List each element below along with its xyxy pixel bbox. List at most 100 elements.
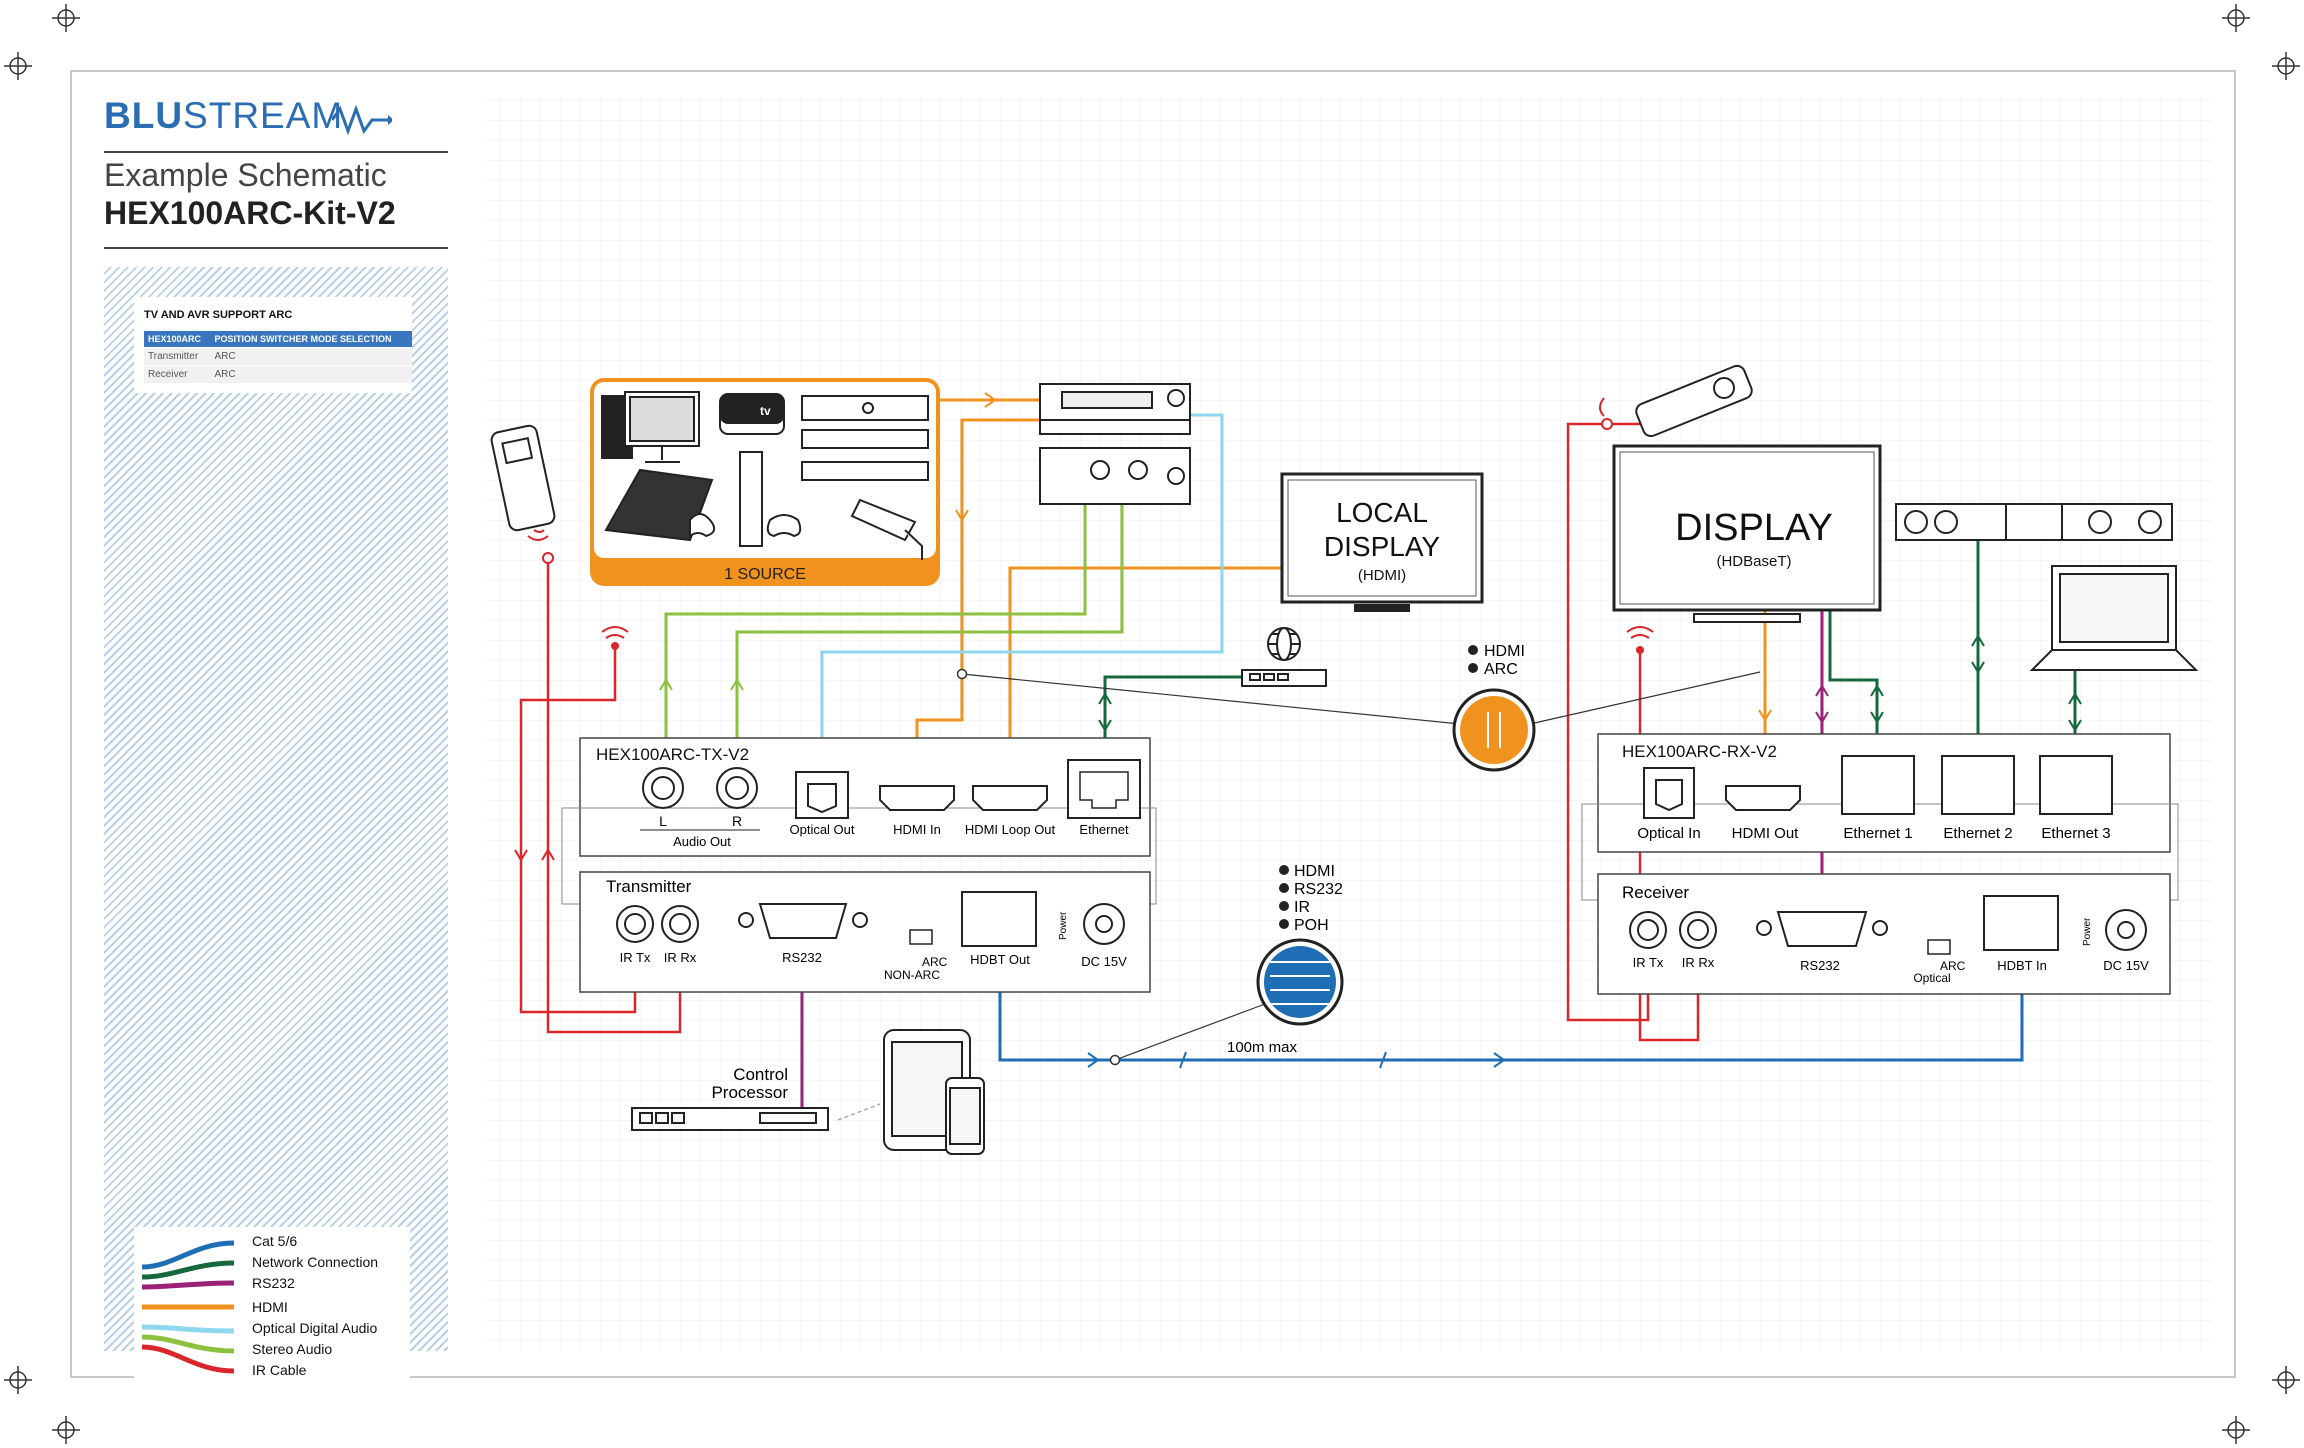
rx-eth1-label: Ethernet 1: [1843, 825, 1912, 842]
page-subtitle: Example Schematic: [104, 157, 387, 193]
legend-item: HDMI: [252, 1299, 288, 1315]
tx-hdbt-out-label: HDBT Out: [970, 952, 1030, 967]
display-line1: DISPLAY: [1675, 507, 1833, 549]
tx-audio-out-label: Audio Out: [673, 834, 731, 849]
main-display: DISPLAY (HDBaseT): [1612, 444, 1882, 623]
soundbar-icon: [1895, 503, 2173, 541]
rx-eth2-label: Ethernet 2: [1943, 825, 2012, 842]
svg-text:POH: POH: [1294, 917, 1329, 934]
avr-receiver-icon: [1039, 383, 1191, 505]
pc-icon: [601, 391, 700, 463]
rx-optical-label: Optical: [1913, 971, 1950, 985]
rx-unit: HEX100ARC-RX-V2 Optical In HDMI Out Ethe…: [1581, 733, 2179, 995]
source-label: 1 SOURCE: [724, 566, 806, 583]
sidebar: BLUSTREAM Example Schematic HEX100ARC-Ki…: [100, 95, 448, 1391]
apple-tv-icon: tv: [719, 393, 785, 435]
pointer-hdmi-arc: [961, 671, 1761, 725]
rx-optical-in-label: Optical In: [1637, 825, 1700, 842]
laptop-icon: [2029, 565, 2199, 671]
legend-item: Cat 5/6: [252, 1233, 298, 1249]
arc-table-header-2: POSITION SWITCHER MODE SELECTION: [210, 331, 412, 348]
tx-l-label: L: [659, 813, 667, 829]
distance-label: 100m max: [1227, 1039, 1298, 1056]
xbox-icon: [739, 451, 802, 547]
table-row: Receiver ARC: [144, 365, 412, 383]
svg-text:tv: tv: [760, 404, 771, 418]
tx-optical-out-label: Optical Out: [789, 822, 854, 837]
tx-ir-tx-label: IR Tx: [620, 950, 651, 965]
control-processor-icon: [631, 1107, 829, 1131]
legend-line-stereo: [141, 1334, 235, 1354]
wireless-link: [837, 1103, 881, 1121]
tx-r-label: R: [732, 813, 742, 829]
cctv-icon: [850, 498, 923, 560]
legend-item: Optical Digital Audio: [252, 1320, 378, 1336]
arc-support-table: TV AND AVR SUPPORT ARC HEX100ARC POSITIO…: [134, 297, 412, 393]
rx-dc-label: DC 15V: [2103, 958, 2149, 973]
cat-dashes: [1179, 1051, 1387, 1069]
wave-icon: [332, 105, 392, 135]
cat-key: HDMI RS232 IR POH: [1256, 863, 1344, 1026]
rx-section-label: Receiver: [1622, 883, 1689, 902]
tx-ethernet-label: Ethernet: [1079, 822, 1129, 837]
tx-power-label: Power: [1058, 911, 1069, 940]
arc-table-title: TV AND AVR SUPPORT ARC: [144, 309, 293, 321]
legend-line-cat: [141, 1240, 235, 1270]
remote-left-icon: [490, 424, 556, 532]
local-display-line3: (HDMI): [1358, 567, 1406, 584]
cable-arrows: [514, 392, 2082, 1068]
tx-arc-label: ARC: [922, 955, 948, 969]
rx-ir-rx-label: IR Rx: [1682, 955, 1715, 970]
cable-ir-tx-right: [1566, 422, 1650, 1022]
table-row: Transmitter ARC: [144, 347, 412, 366]
header-rule: [104, 151, 448, 153]
junction-dot: [956, 668, 968, 680]
table-cell: Transmitter: [144, 347, 211, 366]
legend-item: RS232: [252, 1275, 295, 1291]
ir-emitter-icon: [527, 397, 1654, 654]
table-cell: ARC: [210, 347, 412, 366]
display-line2: (HDBaseT): [1716, 553, 1791, 570]
tx-hdmi-loop-label: HDMI Loop Out: [965, 822, 1056, 837]
bluray-player-icon: [801, 395, 929, 481]
cable-stereo-l: [664, 490, 1087, 790]
header-rule-bottom: [104, 247, 448, 249]
table-cell: Receiver: [144, 365, 211, 383]
legend-item: Network Connection: [252, 1254, 379, 1270]
phone-icon: [945, 1077, 985, 1155]
junction-dot: [1109, 1054, 1121, 1066]
globe-icon: [1267, 627, 1301, 661]
legend-item: Stereo Audio: [252, 1341, 333, 1357]
network-switch-icon: [1241, 669, 1327, 687]
svg-text:HDMI: HDMI: [1484, 643, 1525, 660]
rx-name: HEX100ARC-RX-V2: [1622, 742, 1777, 761]
control-label-2: Processor: [711, 1083, 788, 1102]
cable-ir-rx-left: [546, 648, 682, 1034]
tx-section-label: Transmitter: [606, 877, 692, 896]
arc-table-header-1: HEX100ARC: [144, 331, 211, 348]
grid-area: [485, 95, 2213, 1350]
svg-text:ARC: ARC: [1484, 661, 1518, 678]
cable-legend: Cat 5/6 Network Connection RS232 HDMI Op…: [134, 1227, 410, 1391]
arc-table: HEX100ARC POSITION SWITCHER MODE SELECTI…: [144, 331, 412, 383]
cable-stereo-r: [735, 490, 1124, 790]
legend-line-optical: [141, 1324, 235, 1334]
local-display-line1: LOCAL: [1336, 497, 1428, 528]
ps3-icon: [604, 468, 716, 542]
tx-unit: HEX100ARC-TX-V2 L R Audio Out Optical Ou…: [561, 737, 1157, 993]
local-display-line2: DISPLAY: [1324, 531, 1441, 562]
ir-end-dot: [1601, 418, 1613, 430]
legend-line-rs232: [141, 1280, 235, 1290]
ir-end-dot: [542, 552, 554, 564]
blustream-logo: BLUSTREAM: [104, 95, 392, 137]
legend-swatches: [141, 1240, 235, 1374]
control-label-1: Control: [733, 1065, 788, 1084]
legend-line-network: [141, 1260, 235, 1280]
rx-power-label: Power: [2082, 917, 2093, 946]
rx-hdbt-in-label: HDBT In: [1997, 958, 2047, 973]
tx-dc-label: DC 15V: [1081, 954, 1127, 969]
tx-rs232-label: RS232: [782, 950, 822, 965]
cable-hdmi-local-display: [1008, 566, 1285, 790]
page-frame: [70, 70, 2236, 1378]
